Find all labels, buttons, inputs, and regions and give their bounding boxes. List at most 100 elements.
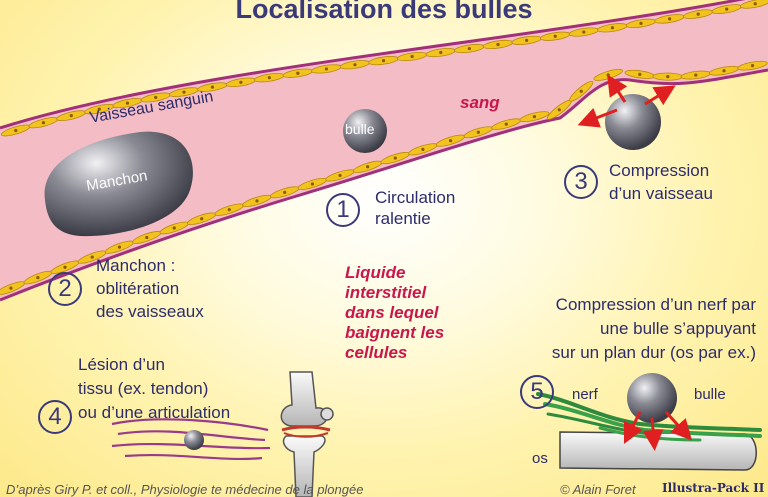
liquid-line: interstitiel	[345, 283, 427, 302]
cell-nucleus	[476, 130, 480, 134]
item-4-line: Lésion d’un	[78, 355, 165, 374]
cell-nucleus	[255, 199, 259, 203]
endothelial-cells-top	[0, 0, 768, 137]
item-5-number: 5	[520, 375, 554, 409]
item-2-line: des vaisseaux	[96, 302, 204, 321]
cell-nucleus	[267, 76, 271, 80]
cell-nucleus	[579, 89, 583, 93]
cell-nucleus	[366, 165, 370, 169]
cell-nucleus	[172, 226, 176, 230]
item-2-number: 2	[48, 272, 82, 306]
cell-nucleus	[753, 2, 757, 6]
liquid-line: Liquide	[345, 263, 406, 282]
cell-nucleus	[696, 12, 700, 16]
item-1-line: Circulation	[375, 188, 456, 207]
nerve-label: nerf	[572, 386, 598, 403]
item-1-number: 1	[326, 193, 360, 227]
item-4-number: 4	[38, 400, 72, 434]
cell-nucleus	[725, 7, 729, 11]
item-3-line: Compression	[609, 161, 710, 180]
cell-nucleus	[606, 73, 610, 77]
pack-credit: Illustra-Pack II	[662, 481, 765, 495]
source-credit: D’après Giry P. et coll., Physiologie te…	[6, 482, 364, 497]
cell-nucleus	[283, 190, 287, 194]
cell-nucleus	[296, 71, 300, 75]
cell-nucleus	[200, 217, 204, 221]
cell-nucleus	[582, 30, 586, 34]
cell-nucleus	[448, 139, 453, 143]
cell-nucleus	[90, 255, 94, 259]
cell-nucleus	[410, 54, 414, 59]
cell-nucleus	[557, 108, 561, 112]
cell-nucleus	[239, 80, 243, 84]
cell-nucleus	[532, 115, 537, 119]
cell-nucleus	[182, 90, 186, 94]
manchon-blob	[44, 131, 193, 237]
liquid-line: dans lequel	[345, 303, 439, 322]
cell-nucleus	[525, 38, 529, 42]
cell-nucleus	[338, 173, 342, 178]
cell-nucleus	[324, 67, 328, 71]
cell-nucleus	[353, 63, 357, 67]
item-2-line: Manchon :	[96, 256, 176, 275]
cell-nucleus	[63, 265, 67, 269]
cell-nucleus	[9, 286, 13, 290]
vessel-bubble	[343, 109, 387, 153]
tendon-bubble	[184, 430, 204, 450]
cell-nucleus	[69, 114, 73, 118]
cell-nucleus	[36, 275, 40, 280]
cell-nucleus	[639, 21, 643, 25]
item-3-number: 3	[564, 165, 598, 199]
nerve-bubble	[627, 373, 677, 423]
cell-nucleus	[694, 73, 698, 77]
liquid-line: baignent les	[345, 323, 445, 342]
author-credit: © Alain Foret	[560, 482, 636, 497]
blood-label: sang	[460, 93, 500, 112]
cell-nucleus	[467, 46, 471, 51]
item-2-line: oblitération	[96, 279, 180, 298]
cell-nucleus	[125, 101, 130, 105]
pressure-arrow	[623, 411, 643, 445]
nerve-bubble-label: bulle	[694, 386, 726, 403]
item-4-line: ou d’une articulation	[78, 403, 231, 422]
cell-nucleus	[638, 72, 642, 76]
cell-nucleus	[421, 147, 425, 151]
pressure-arrow	[644, 85, 676, 106]
pressure-arrow	[664, 410, 693, 441]
pressure-arrow	[577, 107, 618, 128]
cell-nucleus	[722, 69, 726, 73]
item-5-line: Compression d’un nerf par	[555, 295, 756, 314]
cell-nucleus	[504, 122, 508, 126]
compression-bubble	[605, 94, 661, 150]
cell-nucleus	[668, 17, 672, 21]
cell-nucleus	[14, 128, 18, 133]
cell-nucleus	[439, 50, 443, 55]
bone-label: os	[532, 450, 548, 467]
cell-nucleus	[610, 26, 615, 30]
pressure-arrow	[607, 74, 628, 103]
cell-nucleus	[41, 121, 46, 125]
cell-nucleus	[393, 156, 397, 160]
endothelial-cells-bottom	[0, 60, 768, 295]
vessel-wall-bottom	[0, 68, 768, 302]
diagram-title: Localisation des bulles	[235, 0, 533, 24]
item-3-line: d’un vaisseau	[609, 184, 713, 203]
interstitial-liquid-label: Liquide interstitiel dans lequel baignen…	[345, 263, 444, 363]
item-5-line: sur un plan dur (os par ex.)	[551, 343, 756, 362]
cell-nucleus	[97, 107, 101, 111]
cell-nucleus	[750, 64, 755, 68]
cell-nucleus	[496, 42, 500, 47]
item-1-line: ralentie	[375, 209, 431, 228]
cell-nucleus	[227, 208, 231, 212]
vessel-wall-top	[0, 0, 746, 130]
item-4-line: tissu (ex. tendon)	[78, 379, 209, 398]
pressure-arrow	[642, 417, 664, 451]
bubble-label: bulle	[345, 121, 375, 137]
cell-nucleus	[310, 182, 314, 186]
liquid-line: cellules	[345, 343, 408, 362]
cell-nucleus	[154, 95, 158, 100]
cell-nucleus	[381, 58, 386, 63]
cell-nucleus	[666, 75, 670, 79]
cell-nucleus	[553, 34, 557, 38]
